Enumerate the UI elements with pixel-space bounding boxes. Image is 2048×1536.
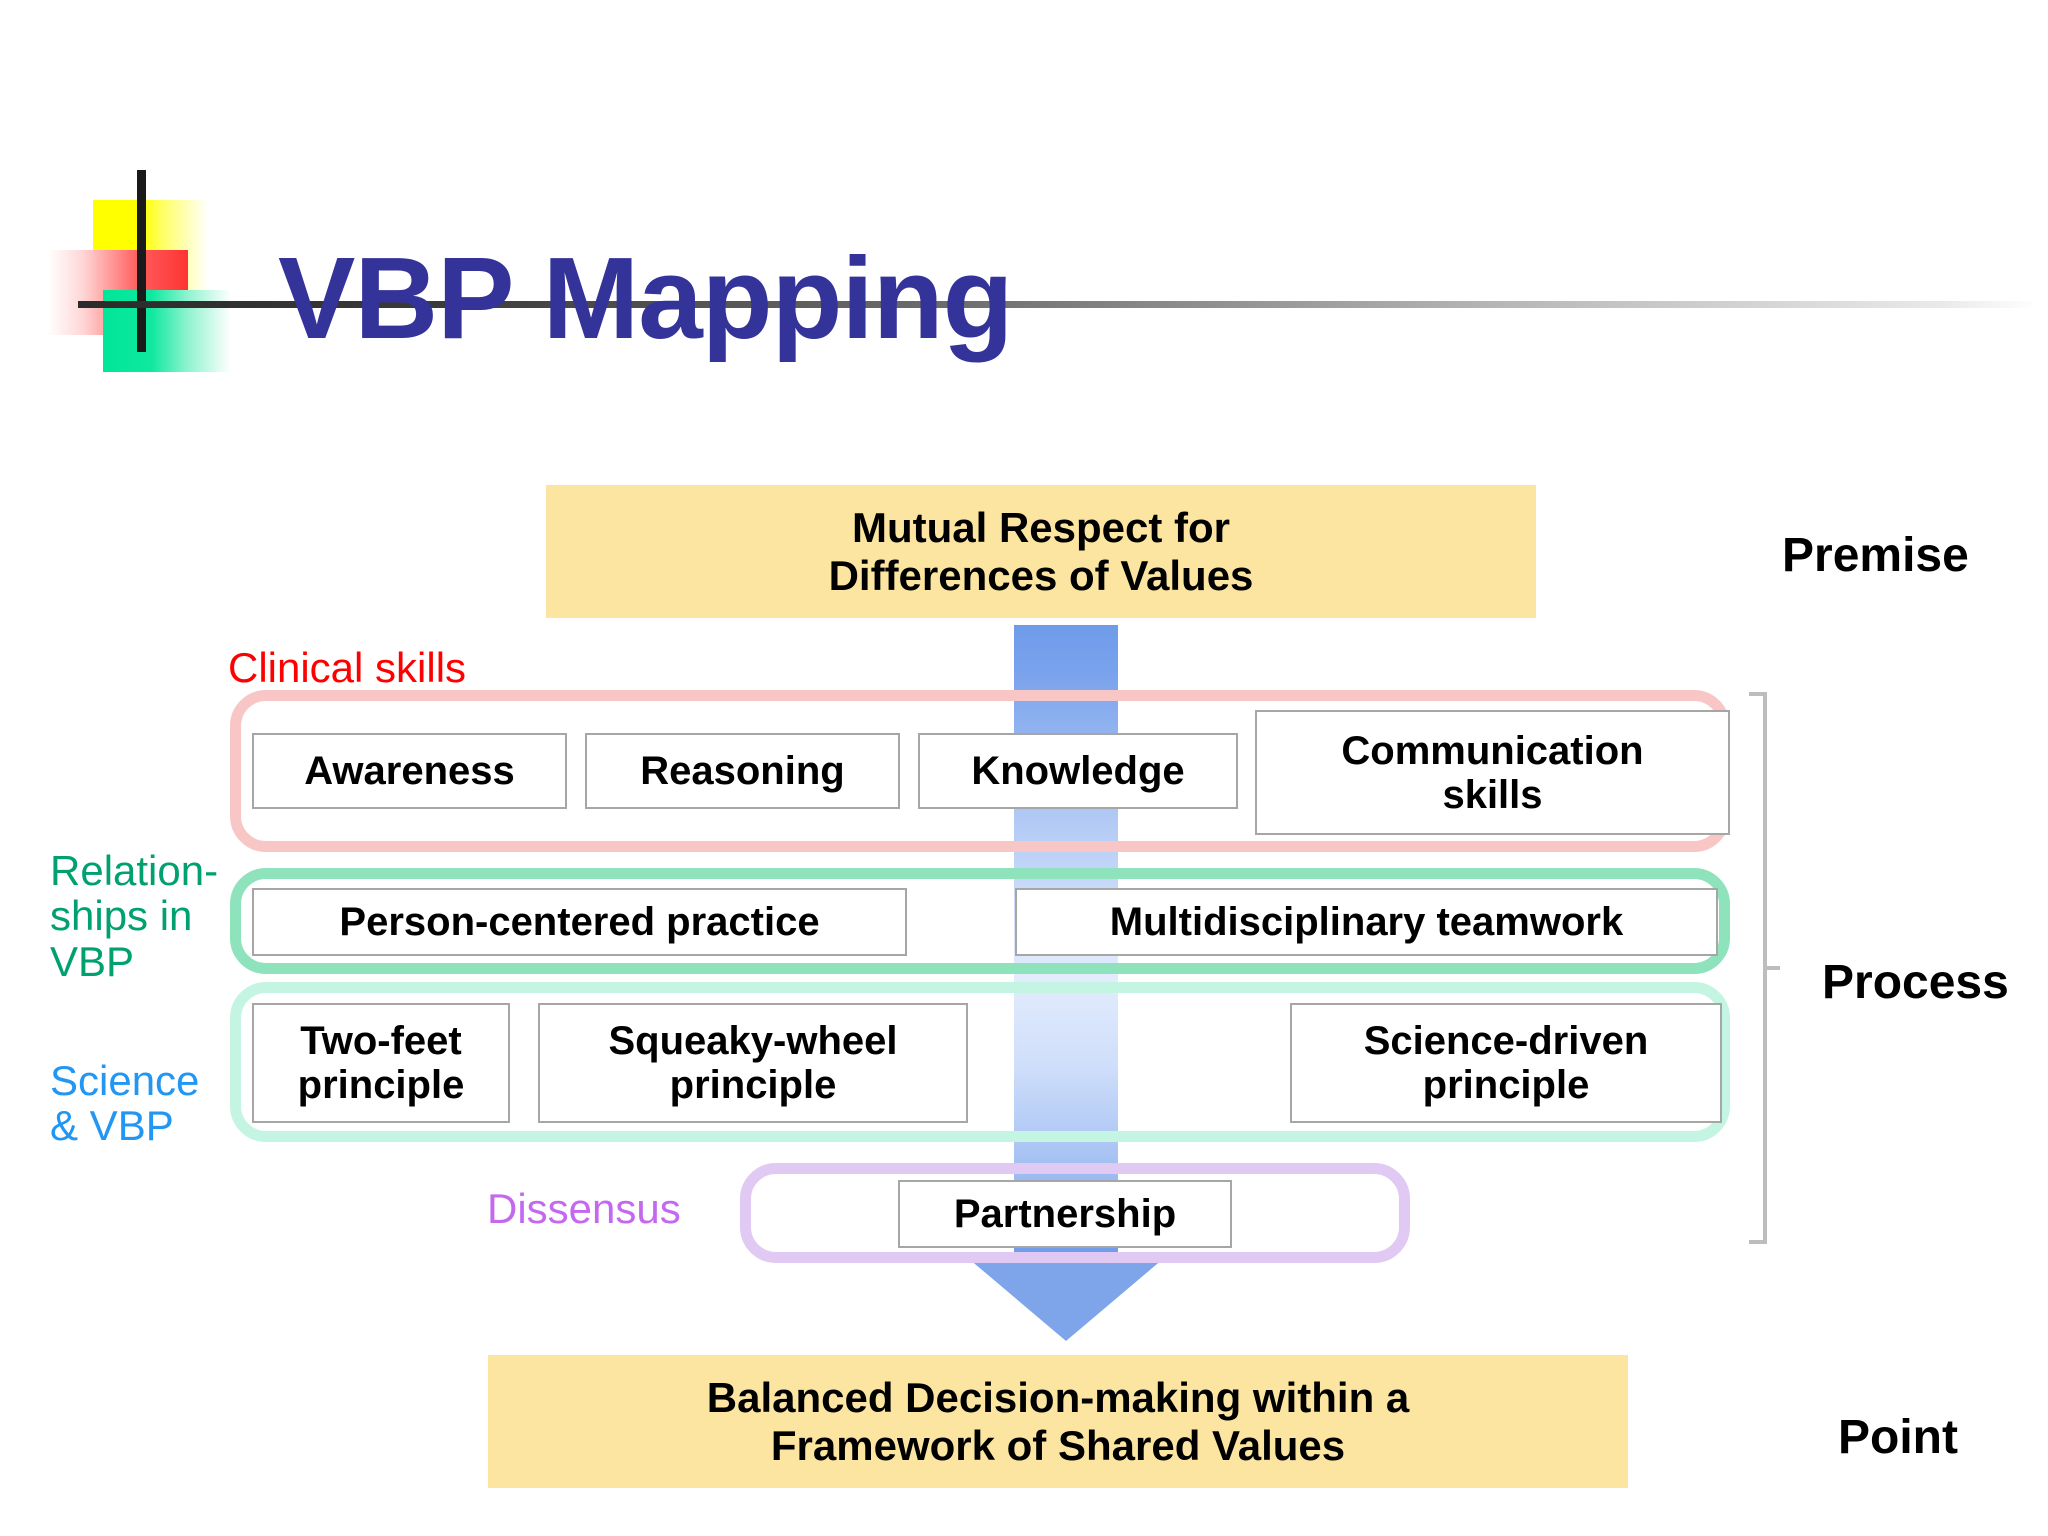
powerpoint-logo-mark <box>48 170 2038 380</box>
item-communication-line1: Communication <box>1341 728 1644 773</box>
item-multidisciplinary-teamwork[interactable]: Multidisciplinary teamwork <box>1015 888 1718 956</box>
item-communication-skills[interactable]: Communication skills <box>1255 710 1730 835</box>
item-science-driven-line2: principle <box>1422 1063 1590 1107</box>
group-label-clinical: Clinical skills <box>228 644 467 691</box>
horizontal-rule-icon <box>78 301 2038 308</box>
item-partnership[interactable]: Partnership <box>898 1180 1232 1248</box>
label-process: Process <box>1822 956 2009 1009</box>
group-capsule-relationships <box>230 868 1730 974</box>
group-label-relationships-line1: Relation- <box>50 847 219 894</box>
item-squeaky-line2: principle <box>669 1063 837 1107</box>
item-science-driven-line1: Science-driven <box>1363 1019 1649 1063</box>
group-label-science-line1: Science <box>50 1057 200 1104</box>
point-banner-line1: Balanced Decision-making within a <box>706 1373 1410 1421</box>
bracket-bottom-arm <box>1749 1240 1767 1244</box>
point-banner: Balanced Decision-making within a Framew… <box>488 1355 1628 1488</box>
group-label-relationships-line2: ships in <box>50 892 193 940</box>
label-premise: Premise <box>1782 529 1969 582</box>
item-knowledge[interactable]: Knowledge <box>918 733 1238 809</box>
item-communication-line2: skills <box>1442 772 1543 817</box>
item-two-feet-principle[interactable]: Two-feet principle <box>252 1003 510 1123</box>
item-person-centered-practice[interactable]: Person-centered practice <box>252 888 907 956</box>
vertical-rule-icon <box>137 170 146 352</box>
premise-banner-line1: Mutual Respect for <box>851 503 1231 551</box>
group-label-science: Science & VBP <box>50 1058 240 1149</box>
bracket-top-arm <box>1749 692 1767 696</box>
arrow-head <box>962 1253 1170 1341</box>
label-point: Point <box>1838 1411 1958 1464</box>
item-reasoning[interactable]: Reasoning <box>585 733 900 809</box>
page-title: VBP Mapping <box>278 233 1013 363</box>
premise-banner-line2: Differences of Values <box>828 551 1254 599</box>
group-label-dissensus: Dissensus <box>487 1185 681 1232</box>
item-two-feet-line1: Two-feet <box>300 1019 462 1063</box>
bracket-mid-tick <box>1765 966 1780 970</box>
item-squeaky-line1: Squeaky-wheel <box>608 1019 898 1063</box>
group-label-relationships: Relation- ships in VBP <box>50 848 230 984</box>
item-squeaky-wheel-principle[interactable]: Squeaky-wheel principle <box>538 1003 968 1123</box>
group-label-relationships-line3: VBP <box>50 937 135 985</box>
item-two-feet-line2: principle <box>297 1063 465 1107</box>
group-label-science-line2: & VBP <box>50 1102 174 1150</box>
premise-banner: Mutual Respect for Differences of Values <box>546 485 1536 618</box>
item-awareness[interactable]: Awareness <box>252 733 567 809</box>
point-banner-line2: Framework of Shared Values <box>770 1421 1346 1469</box>
item-science-driven-principle[interactable]: Science-driven principle <box>1290 1003 1722 1123</box>
process-bracket-icon <box>1745 692 1780 1244</box>
group-capsule-science <box>230 982 1730 1142</box>
group-capsule-dissensus <box>740 1163 1410 1263</box>
